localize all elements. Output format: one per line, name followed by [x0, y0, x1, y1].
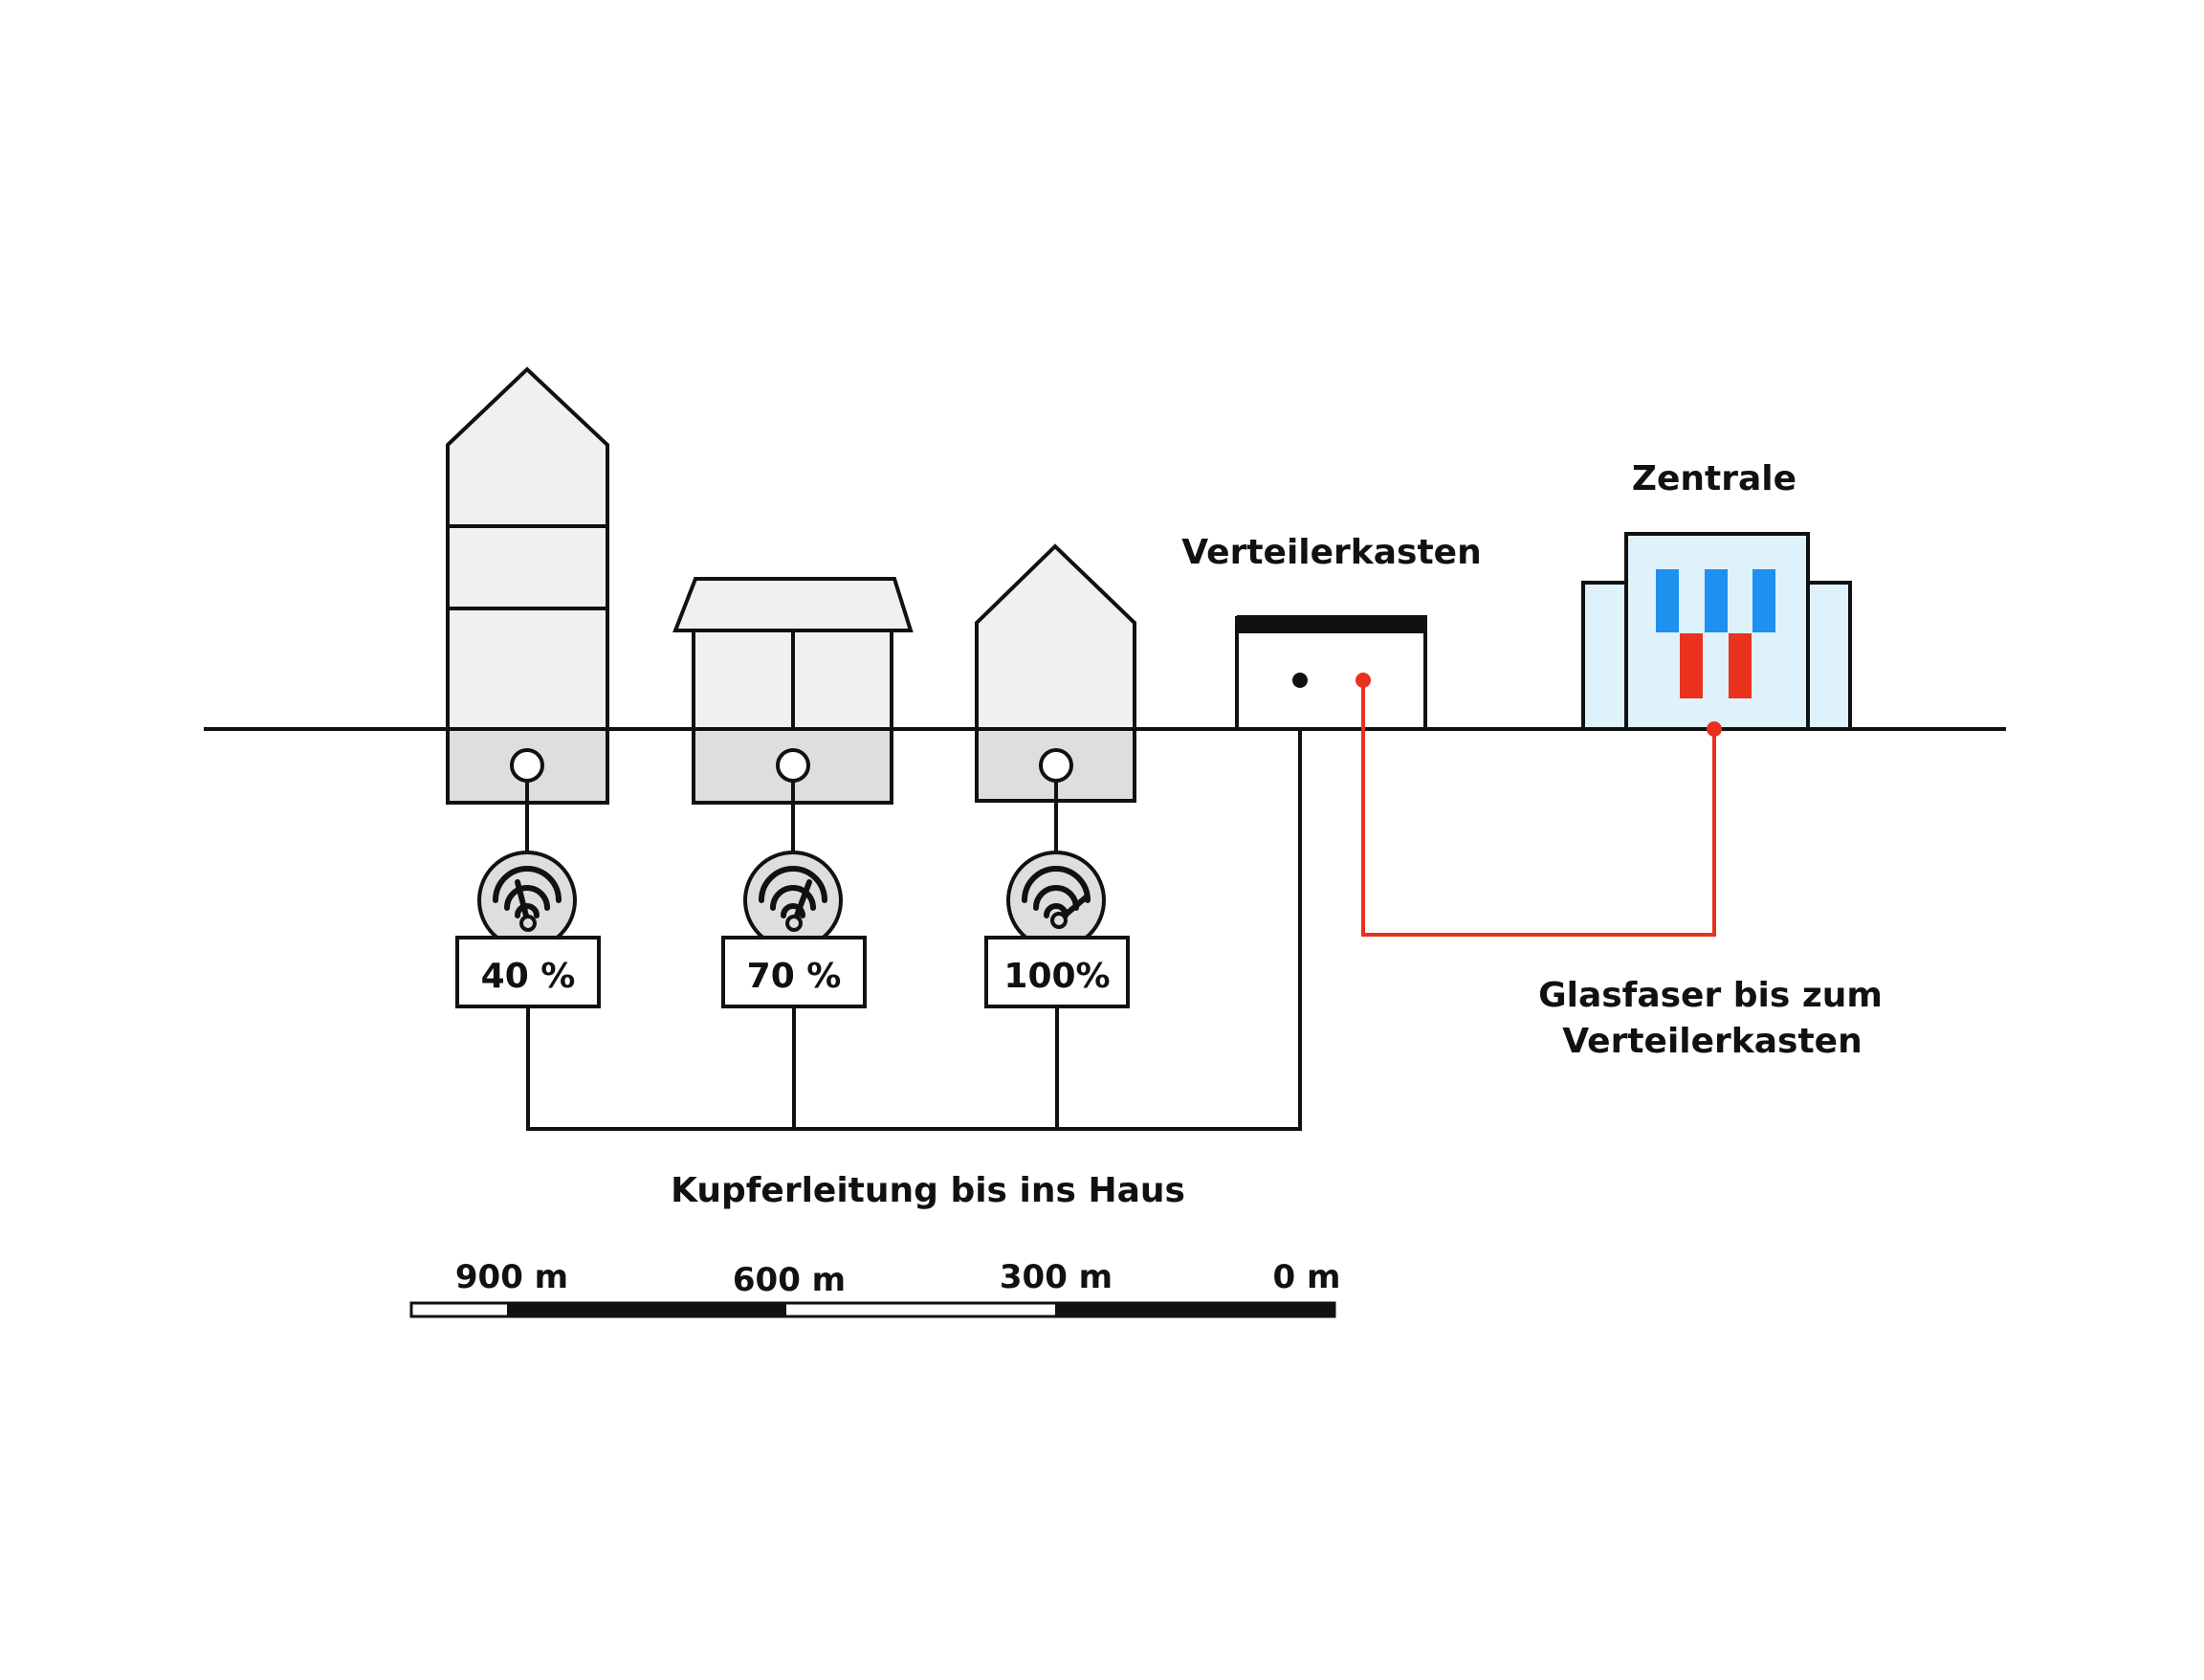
house-3 — [975, 543, 1136, 853]
verteilerkasten-label: Verteilerkasten — [1181, 533, 1481, 572]
house-1 — [446, 366, 609, 853]
distance-scale: 900 m 600 m 300 m 0 m — [409, 1258, 1341, 1318]
zentrale-building — [1581, 532, 1852, 737]
fiber-line — [1361, 680, 1716, 937]
speed-gauge-2 — [743, 851, 843, 950]
verteilerkasten-box — [1235, 615, 1427, 731]
glasfaser-label-line2: Verteilerkasten — [1562, 1022, 1862, 1061]
speed-gauge-3 — [1006, 851, 1106, 950]
scale-tick-300: 300 m — [1000, 1258, 1113, 1296]
socket-3 — [1039, 748, 1073, 783]
house-2 — [672, 577, 914, 853]
socket-1 — [510, 748, 544, 783]
wifi-speed-gauge-icon — [759, 866, 827, 918]
copper-line — [526, 680, 1302, 1131]
wifi-speed-gauge-icon — [493, 866, 562, 918]
speed-label-1: 40 % — [481, 957, 576, 996]
kupfer-label: Kupferleitung bis ins Haus — [671, 1171, 1185, 1210]
zentrale-label: Zentrale — [1632, 459, 1796, 498]
scale-tick-0: 0 m — [1273, 1258, 1341, 1296]
speed-gauge-1 — [477, 851, 577, 950]
glasfaser-label-line1: Glasfaser bis zum — [1538, 976, 1883, 1015]
scale-tick-600: 600 m — [733, 1261, 846, 1299]
scale-tick-900: 900 m — [455, 1258, 568, 1296]
speed-label-2: 70 % — [747, 957, 842, 996]
socket-2 — [776, 748, 810, 783]
speed-label-3: 100% — [1003, 957, 1110, 996]
